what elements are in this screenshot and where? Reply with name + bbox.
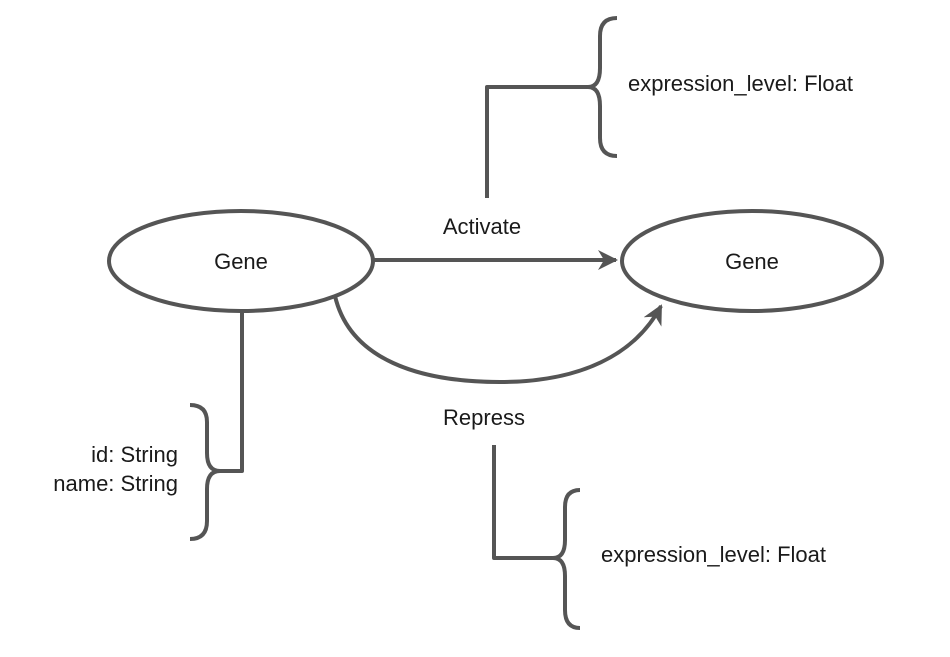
gene-node-right-label: Gene [725,249,779,274]
repress-property-connector [492,445,553,560]
gene-property-connector [220,311,244,473]
activate-property-expression-level: expression_level: Float [628,71,853,96]
repress-edge [333,295,663,384]
activate-property-brace [586,16,618,158]
gene-property-name: name: String [53,471,178,496]
gene-node-right[interactable]: Gene [620,209,884,313]
gene-property-id: id: String [91,442,178,467]
gene-node-left-label: Gene [214,249,268,274]
repress-edge-label: Repress [443,405,525,430]
gene-property-brace [189,403,222,541]
repress-property-expression-level: expression_level: Float [601,542,826,567]
repress-property-brace [551,488,581,630]
activate-edge-label: Activate [443,214,521,239]
activate-property-connector [485,85,588,198]
gene-node-left[interactable]: Gene [107,209,375,313]
